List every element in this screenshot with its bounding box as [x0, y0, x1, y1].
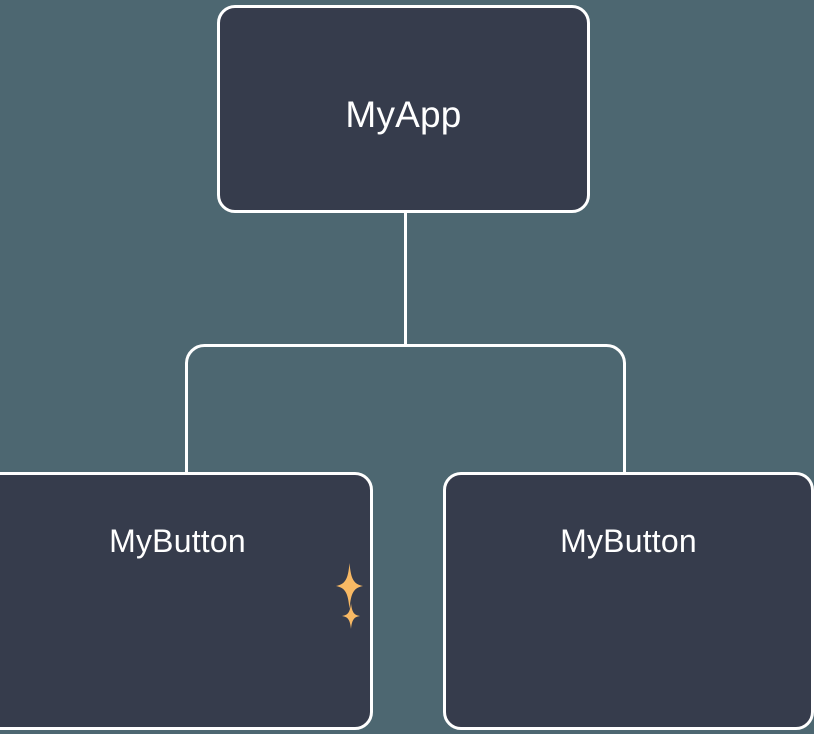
node-myapp-label: MyApp [345, 94, 462, 135]
node-mybutton-right-label: MyButton [560, 523, 697, 559]
node-mybutton-left-label: MyButton [109, 523, 246, 559]
node-myapp[interactable]: MyApp [217, 5, 590, 213]
connector-branch-bar [185, 344, 626, 472]
node-mybutton-left[interactable]: MyButton [0, 472, 373, 730]
node-mybutton-right[interactable]: MyButton [443, 472, 814, 730]
